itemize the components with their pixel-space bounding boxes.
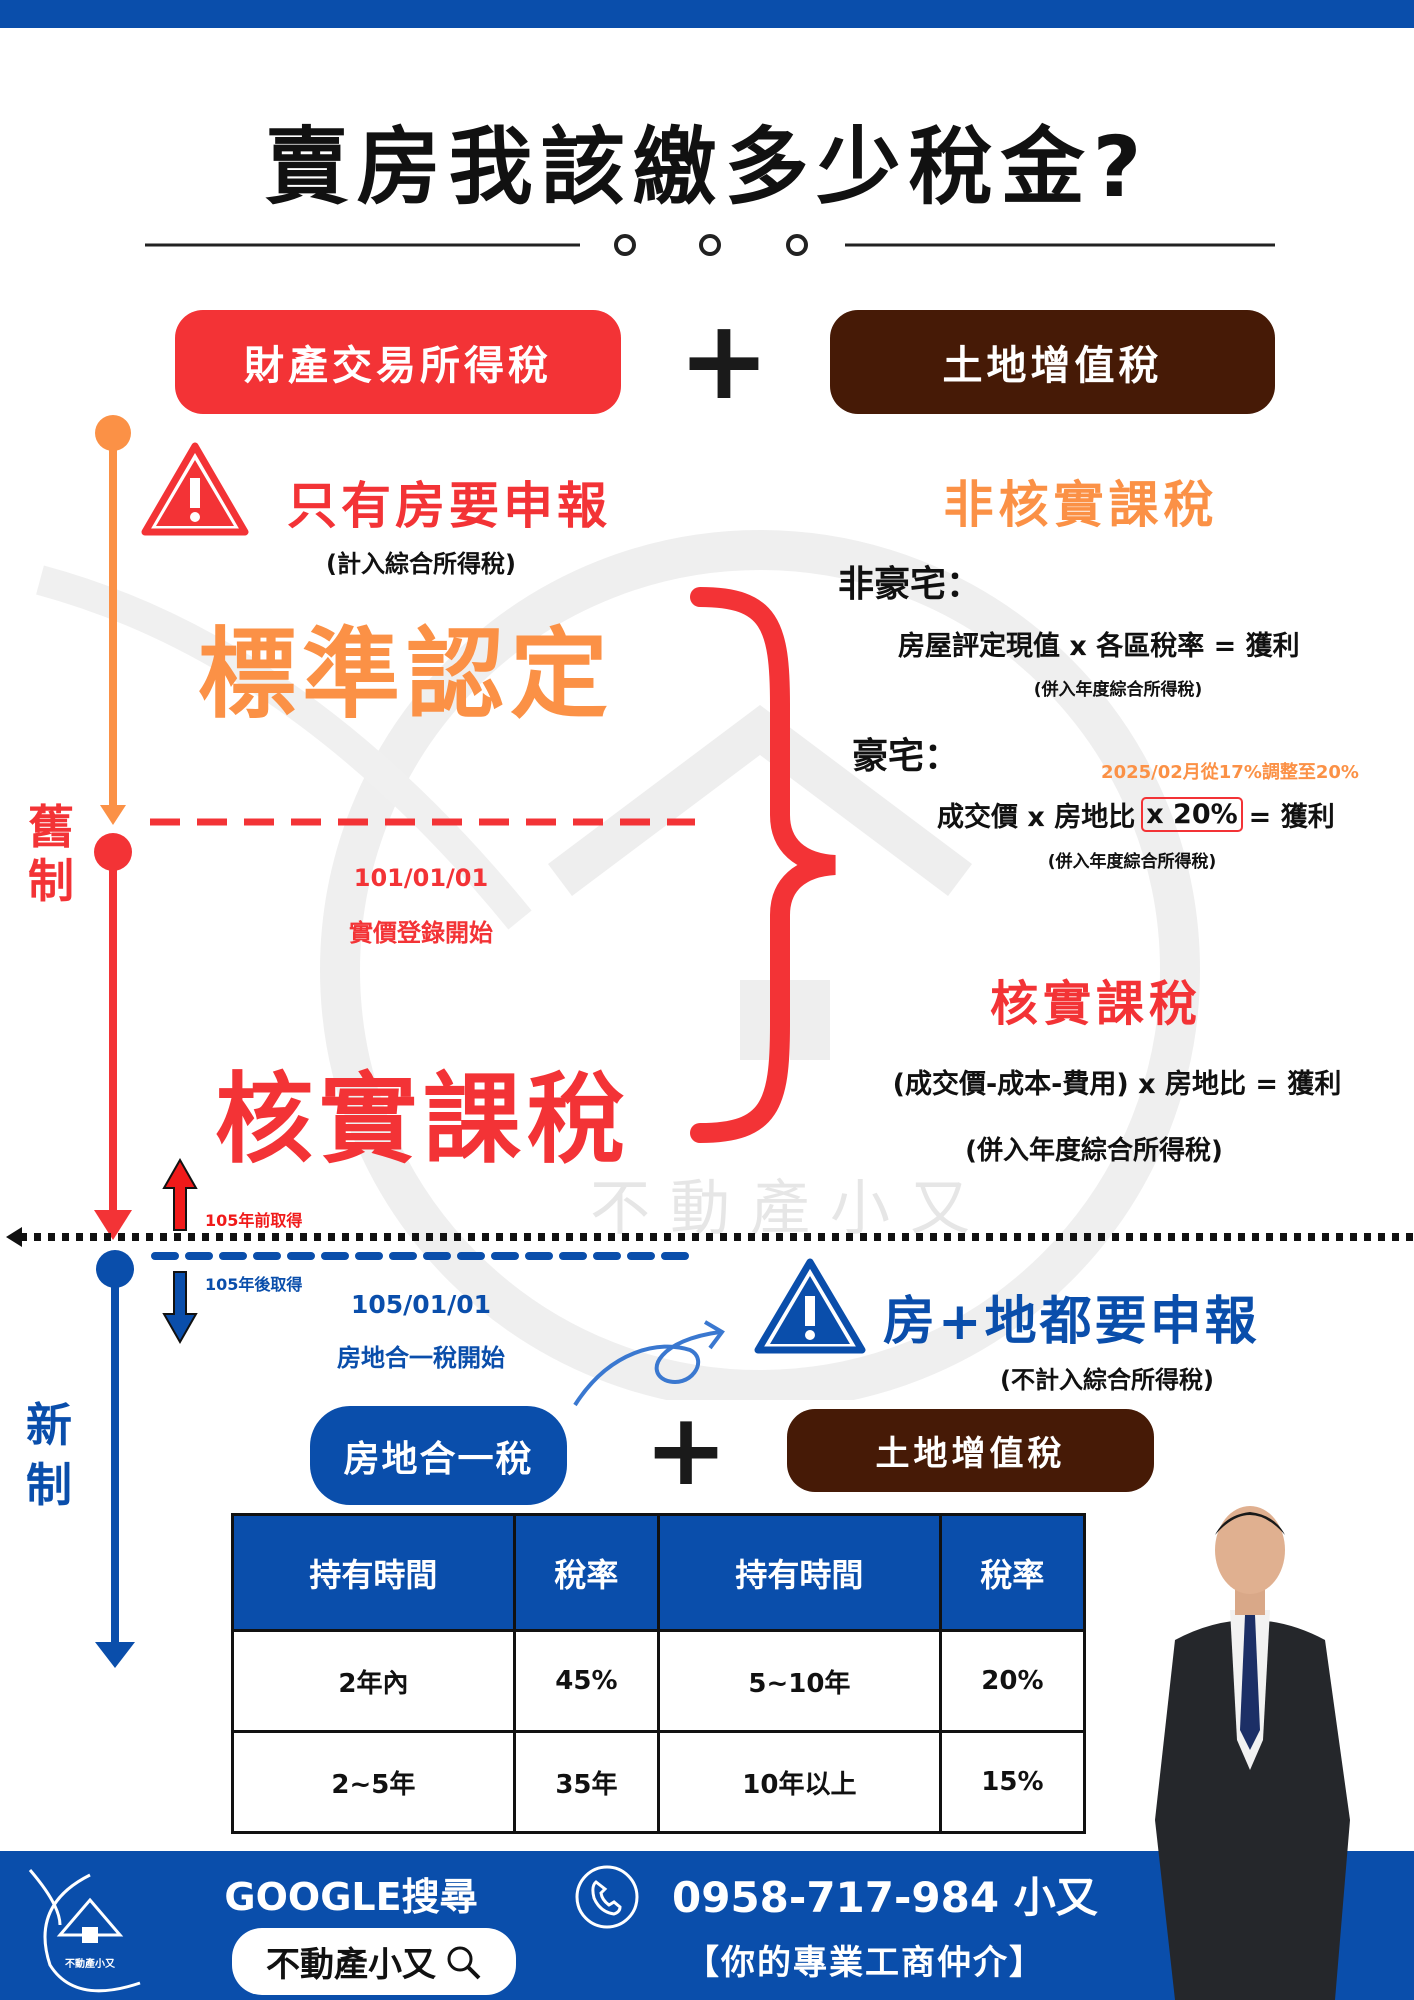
standard-assessment-text: 標準認定 — [198, 618, 615, 732]
table-cell: 5~10年 — [656, 1629, 942, 1733]
down-arrow-icon — [162, 1271, 198, 1345]
luxury-formula: 成交價 x 房地比 x 20% = 獲利 — [937, 795, 1335, 834]
new-date: 105/01/01 — [350, 1290, 492, 1319]
luxury-formula-left: 成交價 x 房地比 — [937, 802, 1136, 833]
svg-text:不動產小又: 不動產小又 — [65, 1957, 116, 1970]
page-title: 賣房我該繳多少稅金? — [264, 118, 1150, 216]
table-cell: 15% — [938, 1730, 1087, 1834]
new-warning-text: 房+地都要申報 — [883, 1292, 1260, 1352]
search-icon — [447, 1946, 481, 1979]
new-system-label: 新制 — [26, 1398, 72, 1512]
old-date: 101/01/01 — [353, 864, 489, 892]
watermark-text: 不動產小又 — [590, 1174, 990, 1244]
up-arrow-icon — [162, 1158, 198, 1231]
phone-number[interactable]: 0958-717-984 小又 — [672, 1873, 1098, 1922]
header-tax-rate: 稅率 — [938, 1513, 1087, 1632]
brace-icon — [690, 587, 836, 1143]
header-holding-period: 持有時間 — [231, 1513, 516, 1632]
actual-tax-text: 核實課稅 — [215, 1063, 632, 1177]
warning-blue-icon — [754, 1258, 866, 1354]
property-transaction-tax-pill: 財產交易所得稅 — [175, 310, 621, 414]
new-date-event: 房地合一稅開始 — [337, 1344, 505, 1372]
table-cell: 20% — [938, 1629, 1087, 1733]
plus-icon-2: + — [644, 1391, 728, 1508]
land-value-tax-pill-2: 土地增值稅 — [787, 1409, 1154, 1492]
luxury-rate-box: x 20% — [1141, 797, 1243, 832]
header-tax-rate: 稅率 — [512, 1513, 660, 1632]
brand-logo: 不動產小又 — [28, 1869, 141, 1993]
table-row: 2~5年 35年 10年以上 15% — [231, 1730, 1087, 1834]
google-search-label: GOOGLE搜尋 — [224, 1875, 478, 1919]
header-holding-period: 持有時間 — [656, 1513, 942, 1632]
before-105-label: 105年前取得 — [205, 1211, 303, 1230]
slogan: 【你的專業工商仲介】 — [685, 1943, 1045, 1983]
curly-arrow-icon — [573, 1320, 725, 1407]
luxury-label: 豪宅： — [852, 736, 961, 777]
table-cell: 35年 — [512, 1730, 660, 1834]
timeline — [94, 415, 135, 1668]
table-row: 2年內 45% 5~10年 20% — [231, 1629, 1087, 1733]
table-cell: 45% — [512, 1629, 660, 1733]
search-box[interactable]: 不動產小又 — [232, 1928, 516, 1995]
acquisition-divider — [6, 1227, 1414, 1260]
combined-tax-pill: 房地合一稅 — [310, 1406, 567, 1505]
actual-note: (併入年度綜合所得稅) — [965, 1136, 1223, 1166]
agent-photo — [1155, 1506, 1350, 2000]
old-date-event: 實價登錄開始 — [349, 919, 493, 947]
non-actual-title: 非核實課稅 — [943, 476, 1219, 534]
table-cell: 10年以上 — [656, 1730, 942, 1834]
table-header-row: 持有時間 稅率 持有時間 稅率 — [231, 1513, 1087, 1632]
old-warning-note: (計入綜合所得稅) — [326, 550, 516, 578]
land-value-tax-pill: 土地增值稅 — [830, 310, 1275, 414]
table-cell: 2年內 — [231, 1629, 516, 1733]
warning-icon — [141, 442, 249, 536]
non-luxury-formula: 房屋評定現值 x 各區稅率 = 獲利 — [898, 631, 1300, 662]
non-luxury-label: 非豪宅： — [838, 564, 983, 605]
watermark-logo — [36, 530, 1200, 1400]
luxury-formula-right: = 獲利 — [1248, 802, 1335, 833]
title-divider — [145, 234, 1275, 256]
luxury-note: (併入年度綜合所得稅) — [1047, 852, 1217, 872]
top-bar — [0, 0, 1414, 28]
old-warning-text: 只有房要申報 — [287, 477, 611, 535]
phone-icon[interactable] — [574, 1864, 640, 1930]
new-warning-note: (不計入綜合所得稅) — [1000, 1366, 1214, 1394]
old-system-label: 舊制 — [28, 800, 74, 908]
red-dashed-line — [150, 818, 695, 826]
luxury-rate-update: 2025/02月從17%調整至20% — [1101, 762, 1359, 783]
search-term: 不動產小又 — [266, 1945, 436, 1985]
non-luxury-note: (併入年度綜合所得稅) — [1033, 680, 1203, 700]
actual-formula: (成交價-成本-費用) x 房地比 = 獲利 — [892, 1069, 1342, 1100]
tax-rate-table: 持有時間 稅率 持有時間 稅率 2年內 45% 5~10年 20% 2~5年 3… — [231, 1513, 1087, 1834]
plus-icon: + — [677, 296, 771, 424]
actual-title: 核實課稅 — [989, 976, 1203, 1032]
table-cell: 2~5年 — [231, 1730, 516, 1834]
after-105-label: 105年後取得 — [205, 1275, 303, 1294]
